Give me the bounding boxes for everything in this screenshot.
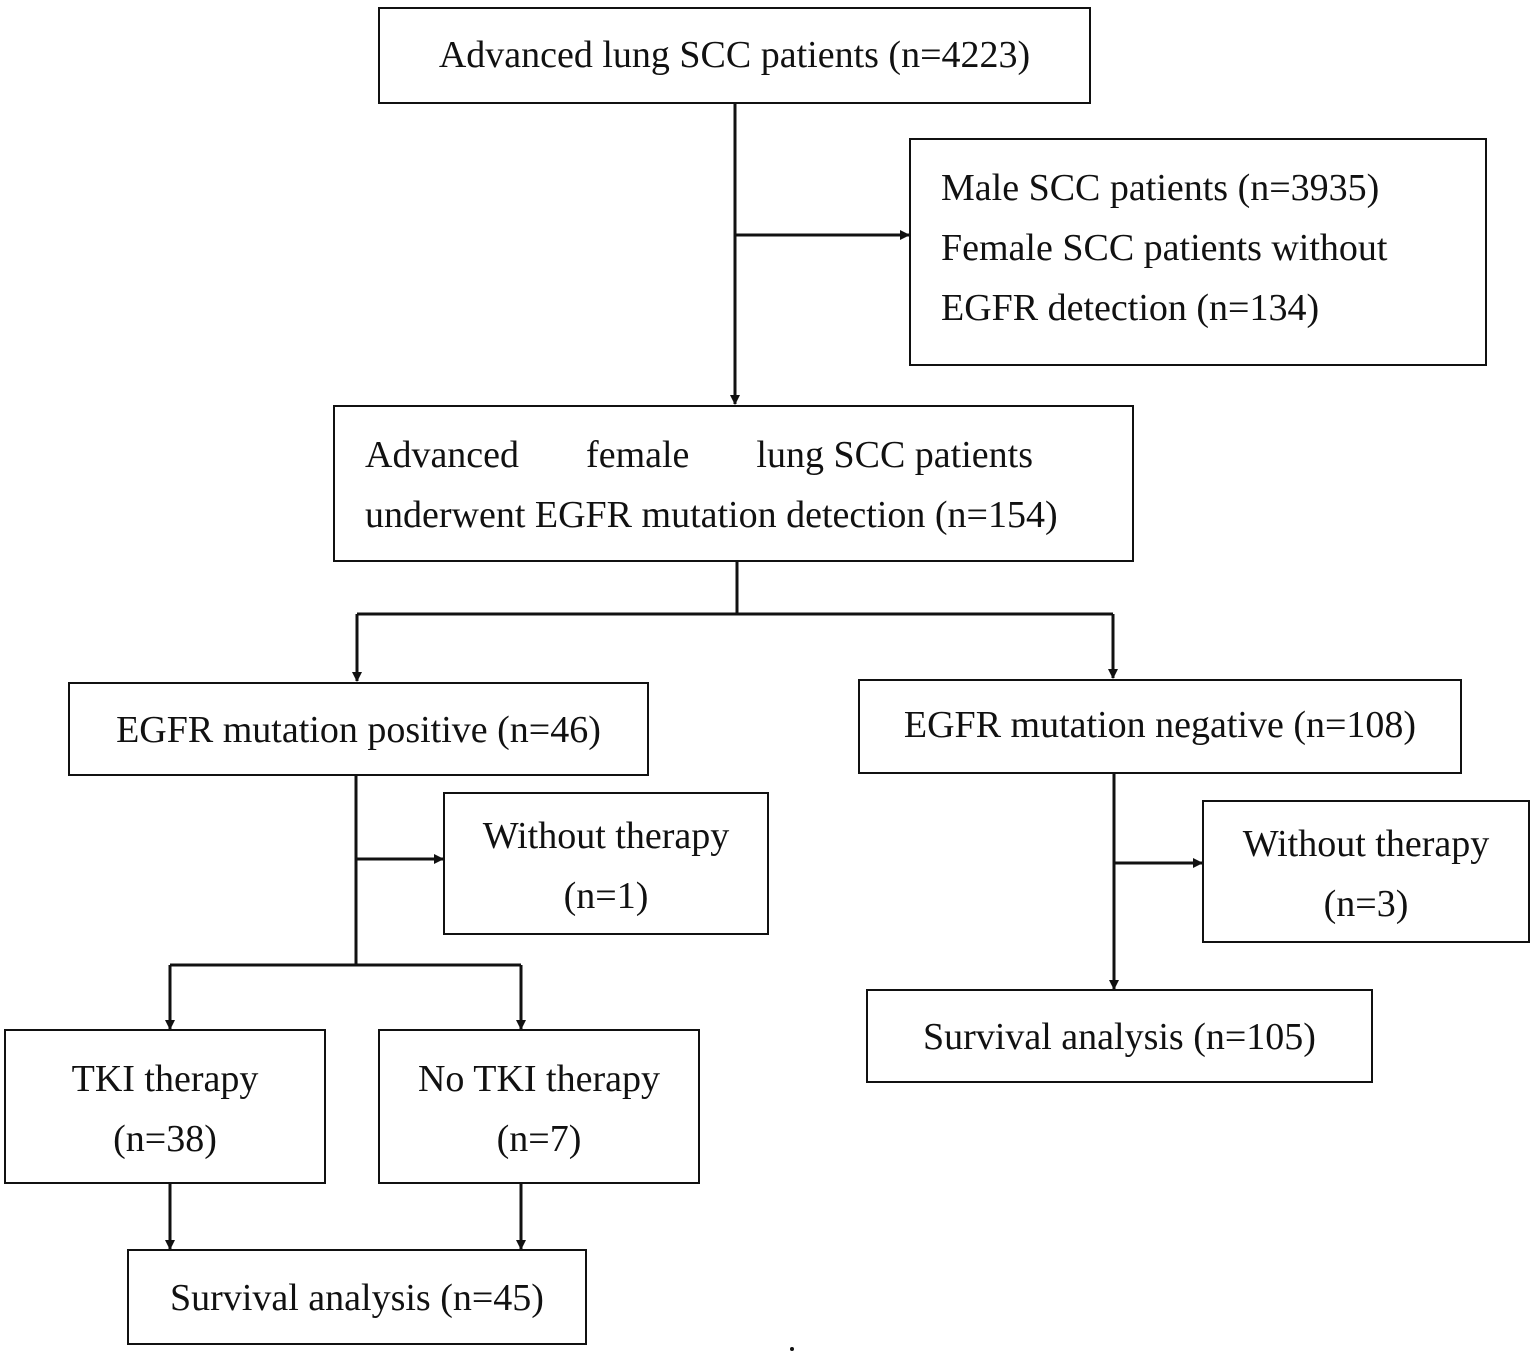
box-egfr-positive-text: EGFR mutation positive (n=46) <box>116 709 601 751</box>
box-negative-without-therapy: Without therapy (n=3) <box>1202 800 1530 943</box>
box-no-tki-therapy-line-2: (n=7) <box>496 1118 582 1160</box>
box-no-tki-therapy: No TKI therapy (n=7) <box>378 1029 700 1184</box>
box-tki-therapy-line-2: (n=38) <box>113 1118 217 1160</box>
box-female-tested: Advanced female lung SCC patients underw… <box>333 405 1134 562</box>
box-excluded-line-1: Male SCC patients (n=3935) <box>941 167 1380 209</box>
box-total-patients-text: Advanced lung SCC patients (n=4223) <box>438 34 1031 76</box>
box-positive-survival-text: Survival analysis (n=45) <box>170 1277 544 1319</box>
box-total-patients: Advanced lung SCC patients (n=4223) <box>378 7 1091 104</box>
box-female-tested-word-2: female <box>586 434 690 476</box>
box-female-tested-word-1: Advanced <box>365 434 520 476</box>
box-no-tki-therapy-line-1: No TKI therapy <box>417 1058 660 1100</box>
box-tki-therapy: TKI therapy (n=38) <box>4 1029 326 1184</box>
box-egfr-positive: EGFR mutation positive (n=46) <box>68 682 649 776</box>
box-negative-without-therapy-line-2: (n=3) <box>1323 883 1409 925</box>
box-negative-survival: Survival analysis (n=105) <box>866 989 1373 1083</box>
box-positive-without-therapy: Without therapy (n=1) <box>443 792 769 935</box>
box-positive-without-therapy-line-2: (n=1) <box>563 875 649 917</box>
box-negative-survival-text: Survival analysis (n=105) <box>923 1016 1316 1058</box>
box-female-tested-word-3: lung SCC patients <box>756 434 1033 476</box>
box-excluded-line-3: EGFR detection (n=134) <box>941 287 1320 329</box>
box-egfr-negative-text: EGFR mutation negative (n=108) <box>903 704 1417 746</box>
box-excluded-line-2: Female SCC patients without <box>941 227 1388 269</box>
box-tki-therapy-line-1: TKI therapy <box>71 1058 259 1100</box>
box-excluded: Male SCC patients (n=3935) Female SCC pa… <box>909 138 1487 366</box>
stray-dot <box>790 1347 794 1351</box>
box-female-tested-line-2: underwent EGFR mutation detection (n=154… <box>365 494 1058 536</box>
box-egfr-negative: EGFR mutation negative (n=108) <box>858 679 1462 774</box>
box-positive-survival: Survival analysis (n=45) <box>127 1249 587 1345</box>
box-female-tested-line-1: Advanced female lung SCC patients <box>365 425 1033 485</box>
box-positive-without-therapy-line-1: Without therapy <box>482 815 730 857</box>
box-negative-without-therapy-line-1: Without therapy <box>1242 823 1490 865</box>
